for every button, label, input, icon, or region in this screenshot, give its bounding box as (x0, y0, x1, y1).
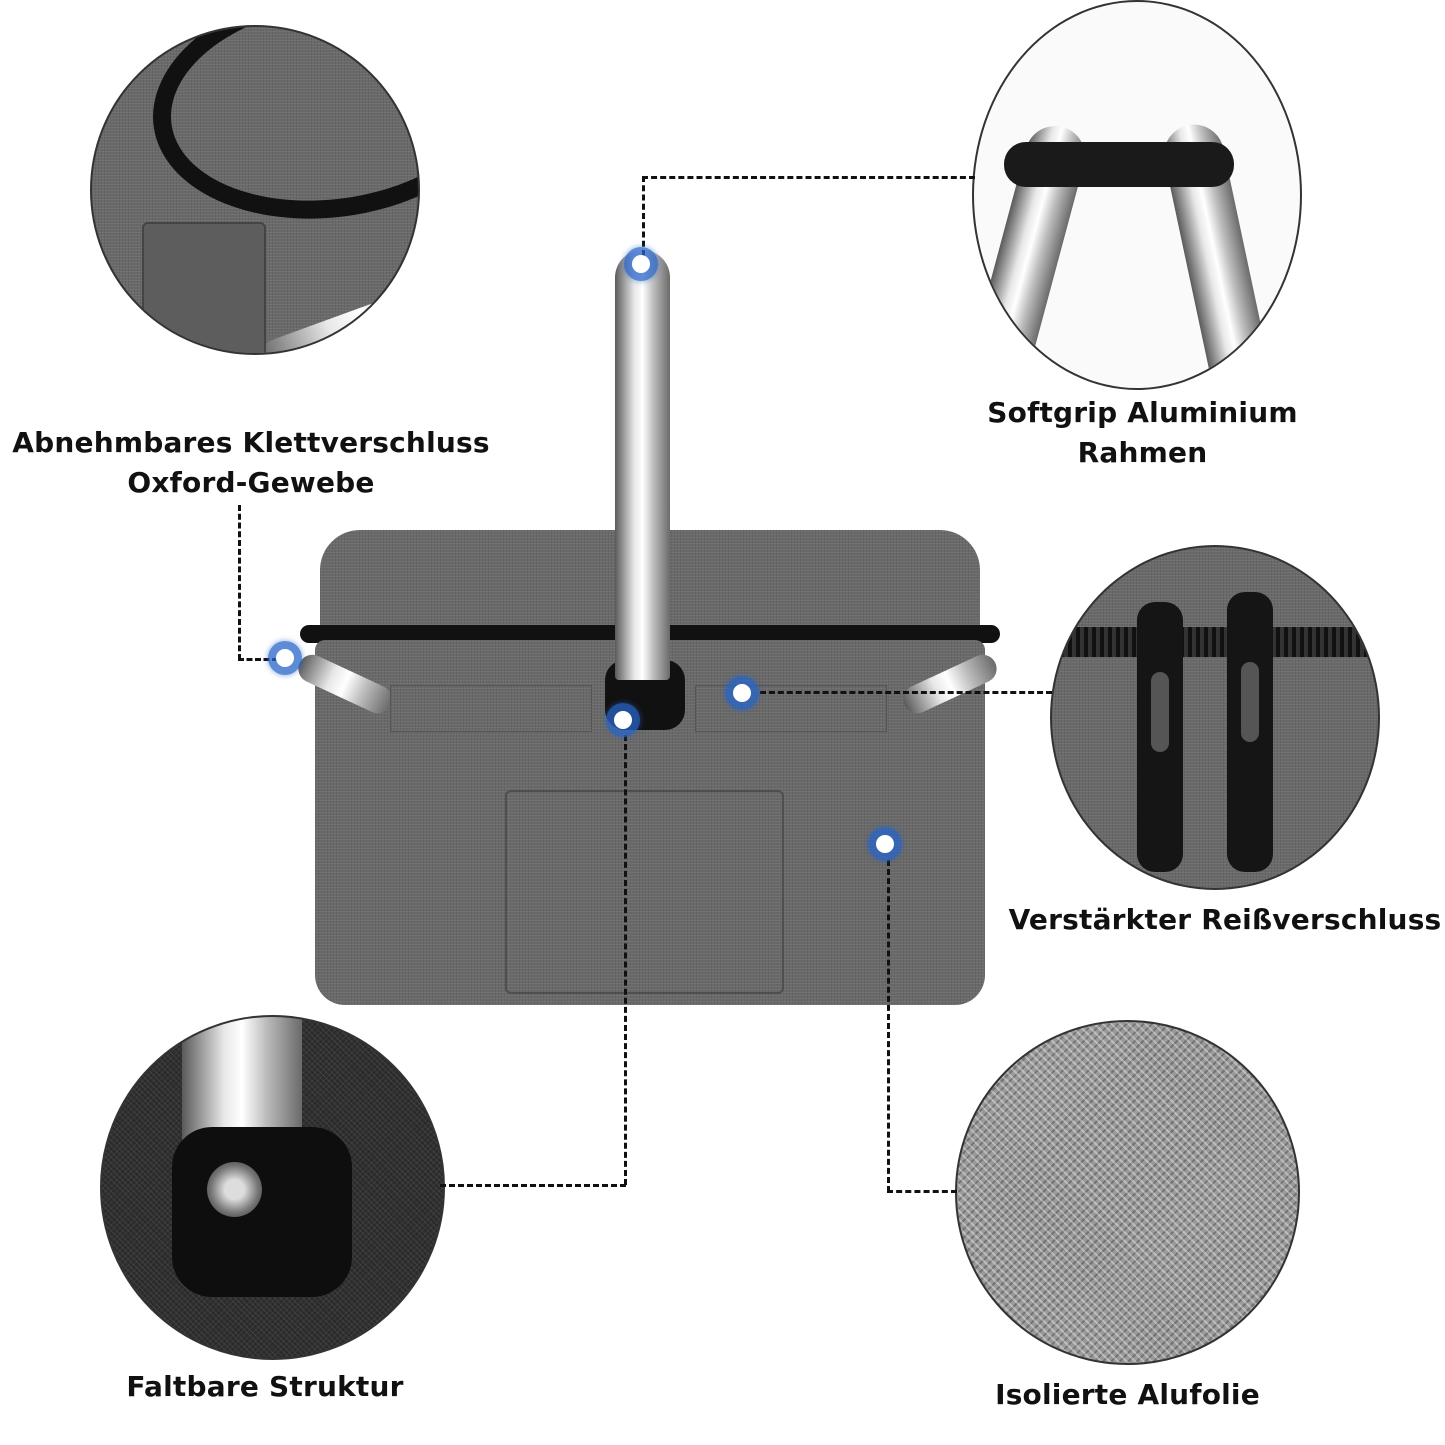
callout-line-foldable-v (624, 735, 627, 1185)
callout-line-oxford-v (238, 505, 241, 660)
zipper-teeth (1052, 627, 1378, 657)
zipper-pull-2 (1227, 592, 1273, 872)
callout-dot-oxford (268, 641, 302, 675)
feature-label-handle-line1: Softgrip Aluminium (987, 396, 1298, 429)
basket-front-pocket (505, 790, 784, 994)
product-picnic-basket (293, 250, 1002, 1005)
callout-line-foldable-h (440, 1184, 626, 1187)
feature-label-foldable-line1: Faltbare Struktur (126, 1370, 404, 1403)
detail-circle-softgrip-handle (972, 0, 1302, 390)
grip-sleeve-left (390, 685, 592, 732)
zipper-pull-1 (1137, 602, 1183, 872)
callout-dot-handle (624, 247, 658, 281)
hinge-block (172, 1127, 352, 1297)
callout-dot-insulation (868, 827, 902, 861)
callout-line-oxford-h (238, 658, 278, 661)
callout-line-insulation-h (887, 1190, 957, 1193)
callout-line-handle-v (642, 176, 645, 256)
center-handle (615, 250, 670, 680)
feature-label-foldable: Faltbare Struktur (90, 1367, 440, 1407)
detail-circle-foldable-hinge (100, 1015, 445, 1360)
foam-grip (1004, 142, 1234, 187)
feature-label-handle-line2: Rahmen (1077, 436, 1208, 469)
callout-line-handle-h (642, 176, 975, 179)
feature-label-zipper: Verstärkter Reißverschluss (1005, 900, 1445, 940)
callout-line-insulation-v (887, 860, 890, 1192)
feature-label-zipper-line1: Verstärkter Reißverschluss (1008, 903, 1442, 936)
feature-label-insulation-line1: Isolierte Alufolie (995, 1378, 1260, 1411)
velcro-flap (142, 222, 266, 353)
feature-label-oxford-line1: Abnehmbares Klettverschluss (12, 426, 490, 459)
detail-circle-oxford-fabric (90, 25, 420, 355)
hinge-rivet (207, 1162, 262, 1217)
feature-label-insulation: Isolierte Alufolie (955, 1375, 1300, 1415)
detail-circle-zipper (1050, 545, 1380, 890)
callout-line-zipper-h (760, 691, 1052, 694)
detail-circle-insulated-foil (955, 1020, 1300, 1365)
aluminium-frame (250, 269, 418, 353)
zipper-strip (137, 27, 418, 241)
callout-dot-foldable (606, 703, 640, 737)
feature-label-oxford-line2: Oxford-Gewebe (127, 466, 375, 499)
callout-dot-zipper (725, 676, 759, 710)
feature-label-oxford: Abnehmbares Klettverschluss Oxford-Geweb… (0, 423, 502, 503)
feature-label-handle: Softgrip Aluminium Rahmen (970, 393, 1315, 473)
